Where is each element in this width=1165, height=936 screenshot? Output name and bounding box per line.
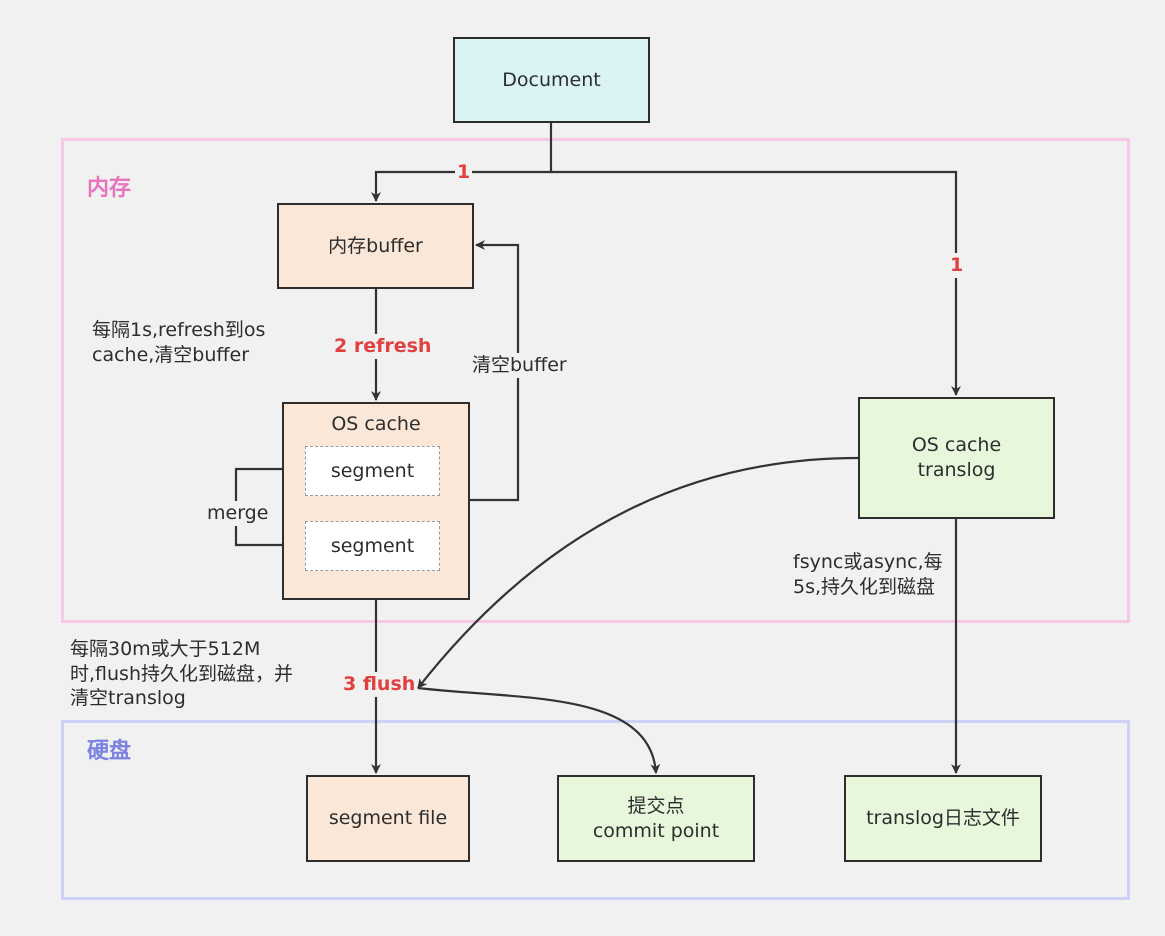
refresh-note-line2: cache,清空buffer bbox=[92, 343, 250, 366]
disk-region-label: 硬盘 bbox=[87, 739, 132, 764]
memory-buffer-node: 内存buffer bbox=[277, 203, 474, 289]
step3-flush-label: 3 flush bbox=[341, 672, 418, 697]
segment-file-node: segment file bbox=[306, 775, 470, 862]
clear-buffer-label: 清空buffer bbox=[470, 353, 569, 378]
document-label: Document bbox=[502, 68, 601, 91]
memory-buffer-label: 内存buffer bbox=[328, 234, 423, 257]
commit-point-line2: commit point bbox=[592, 819, 720, 842]
refresh-note-line1: 每隔1s,refresh到os bbox=[92, 319, 266, 341]
flush-to-commit-curve bbox=[417, 686, 661, 774]
translog-file-node: translog日志文件 bbox=[844, 775, 1042, 862]
os-cache-translog-node: OS cache translog bbox=[858, 397, 1055, 519]
commit-point-line1: 提交点 bbox=[627, 794, 685, 817]
refresh-note: 每隔1s,refresh到os cache,清空buffer bbox=[92, 318, 265, 367]
step1-left-label: 1 bbox=[455, 160, 473, 185]
segment-box: segment bbox=[305, 446, 440, 496]
merge-label: merge bbox=[205, 501, 271, 526]
flush-note-line3: 清空translog bbox=[70, 687, 186, 710]
disk-region bbox=[61, 720, 1130, 900]
step2-refresh-label: 2 refresh bbox=[332, 334, 434, 359]
flush-note: 每隔30m或大于512M 时,flush持久化到磁盘，并 清空translog bbox=[70, 637, 293, 711]
flush-note-line1: 每隔30m或大于512M bbox=[70, 638, 261, 660]
memory-region-label: 内存 bbox=[87, 176, 132, 201]
segment-label: segment bbox=[330, 535, 415, 557]
doc-to-ostranslog-arrow bbox=[551, 170, 961, 396]
segment-box: segment bbox=[305, 521, 440, 571]
fsync-note: fsync或async,每 5s,持久化到磁盘 bbox=[793, 550, 943, 599]
segment-label: segment bbox=[330, 460, 415, 482]
os-cache-translog-line2: translog bbox=[917, 459, 996, 481]
flush-note-line2: 时,flush持久化到磁盘，并 bbox=[70, 662, 293, 685]
segment-file-label: segment file bbox=[328, 807, 448, 830]
fsync-note-line1: fsync或async,每 bbox=[793, 551, 943, 573]
os-cache-translog-line1: OS cache bbox=[911, 434, 1002, 457]
step1-right-label: 1 bbox=[948, 253, 966, 278]
commit-point-node: 提交点 commit point bbox=[557, 775, 755, 862]
document-node: Document bbox=[453, 37, 650, 123]
translog-file-label: translog日志文件 bbox=[866, 807, 1020, 830]
os-cache-label: OS cache bbox=[331, 413, 421, 435]
memory-region bbox=[61, 138, 1130, 623]
fsync-note-line2: 5s,持久化到磁盘 bbox=[793, 575, 936, 598]
translog-to-flush-curve bbox=[417, 456, 859, 689]
